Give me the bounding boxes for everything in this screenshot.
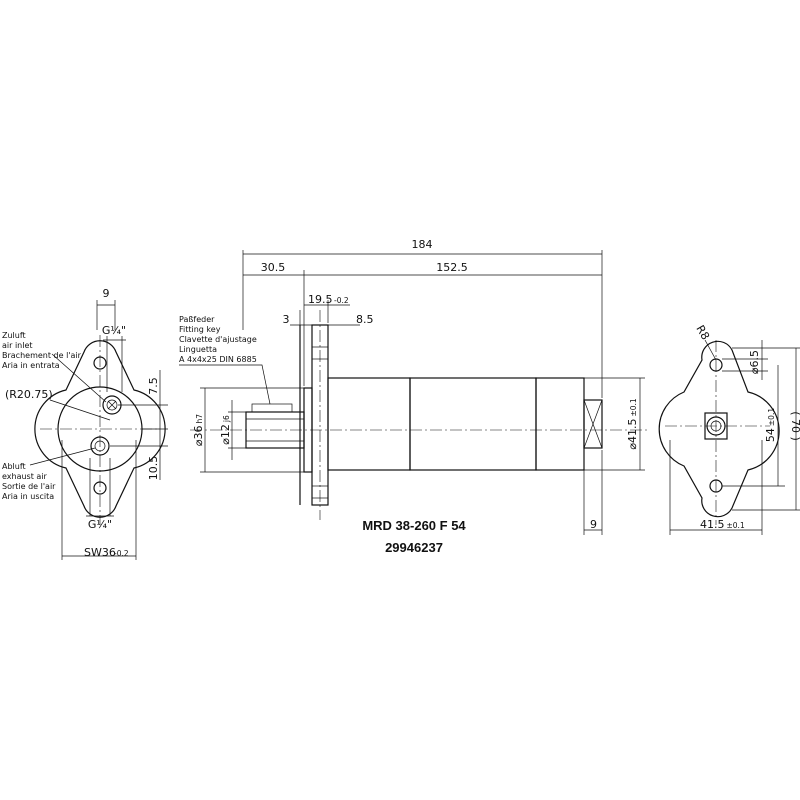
dim-end: 9 xyxy=(590,518,597,531)
left-thread-top: G¼" xyxy=(102,324,126,337)
right-width: 41.5 xyxy=(700,518,725,531)
left-dim-9: 9 xyxy=(103,287,110,300)
dim-shoulder: 3 xyxy=(283,313,290,326)
part-number: 29946237 xyxy=(385,540,443,555)
right-hole-dia: ⌀6.5 xyxy=(748,350,761,374)
right-hole-spacing: 54 xyxy=(764,428,777,442)
left-wrench-size: SW36 xyxy=(84,546,116,559)
end-cap xyxy=(583,399,603,449)
right-width-tol: ±0.1 xyxy=(727,521,745,530)
inlet-label: Zuluft air inlet Brachement de l'air Ari… xyxy=(2,331,83,370)
left-flange-outline xyxy=(34,340,166,518)
left-end-view: 9 G¼" G¼" SW36 -0.2 (R20.75) 7.5 10.5 Zu… xyxy=(2,287,168,560)
right-radius: R8 xyxy=(693,323,712,342)
right-flange-outline xyxy=(658,340,780,518)
dia-flange: ⌀36 xyxy=(192,425,205,446)
motor-body-rear xyxy=(535,377,585,471)
model-title: MRD 38-260 F 54 xyxy=(362,518,466,533)
svg-text:54±0.1: 54 ±0.1 xyxy=(764,408,777,442)
dim-body: 152.5 xyxy=(436,261,468,274)
left-thread-bottom: G¼" xyxy=(88,518,112,531)
dia-body-tol: ±0.1 xyxy=(629,398,638,416)
motor-body-middle xyxy=(409,377,537,471)
dia-shaft-tol: j6 xyxy=(222,415,231,423)
left-wrench-tol: -0.2 xyxy=(114,549,129,558)
left-radius: (R20.75) xyxy=(5,388,53,401)
side-view: 184 30.5 152.5 19.5 -0.2 3 8.5 9 ⌀36h7 xyxy=(179,238,650,535)
left-dim-upper: 7.5 xyxy=(147,377,160,395)
svg-text:⌀12j6: ⌀12j6 xyxy=(219,415,232,445)
exhaust-label: Abluft exhaust air Sortie de l'air Aria … xyxy=(2,462,58,501)
right-end-view: R8 ⌀6.5 54±0.1 ( 70 ) 41.5±0.1 xyxy=(658,323,800,535)
svg-text:41.5±0.1: 41.5±0.1 xyxy=(700,518,745,531)
right-overall-height: ( 70 ) xyxy=(789,411,800,441)
svg-text:⌀41.5±0.1: ⌀41.5 ±0.1 xyxy=(626,398,639,450)
left-dim-lower: 10.5 xyxy=(147,456,160,481)
dim-overall-length: 184 xyxy=(412,238,433,251)
dim-front: 30.5 xyxy=(261,261,286,274)
dim-flange-pos-tol: -0.2 xyxy=(334,296,349,305)
dia-shaft: ⌀12 xyxy=(219,424,232,445)
dim-flange-pos: 19.5 xyxy=(308,293,333,306)
dim-flange-thickness: 8.5 xyxy=(356,313,374,326)
fitting-key-label: Paßfeder Fitting key Clavette d'ajustage… xyxy=(179,315,259,364)
dia-flange-tol: h7 xyxy=(195,414,204,424)
motor-body-front xyxy=(327,377,411,471)
right-hole-spacing-tol: ±0.1 xyxy=(767,408,776,426)
svg-text:⌀36h7: ⌀36h7 xyxy=(192,414,205,446)
fitting-key xyxy=(251,403,293,413)
dia-body: ⌀41.5 xyxy=(626,419,639,450)
